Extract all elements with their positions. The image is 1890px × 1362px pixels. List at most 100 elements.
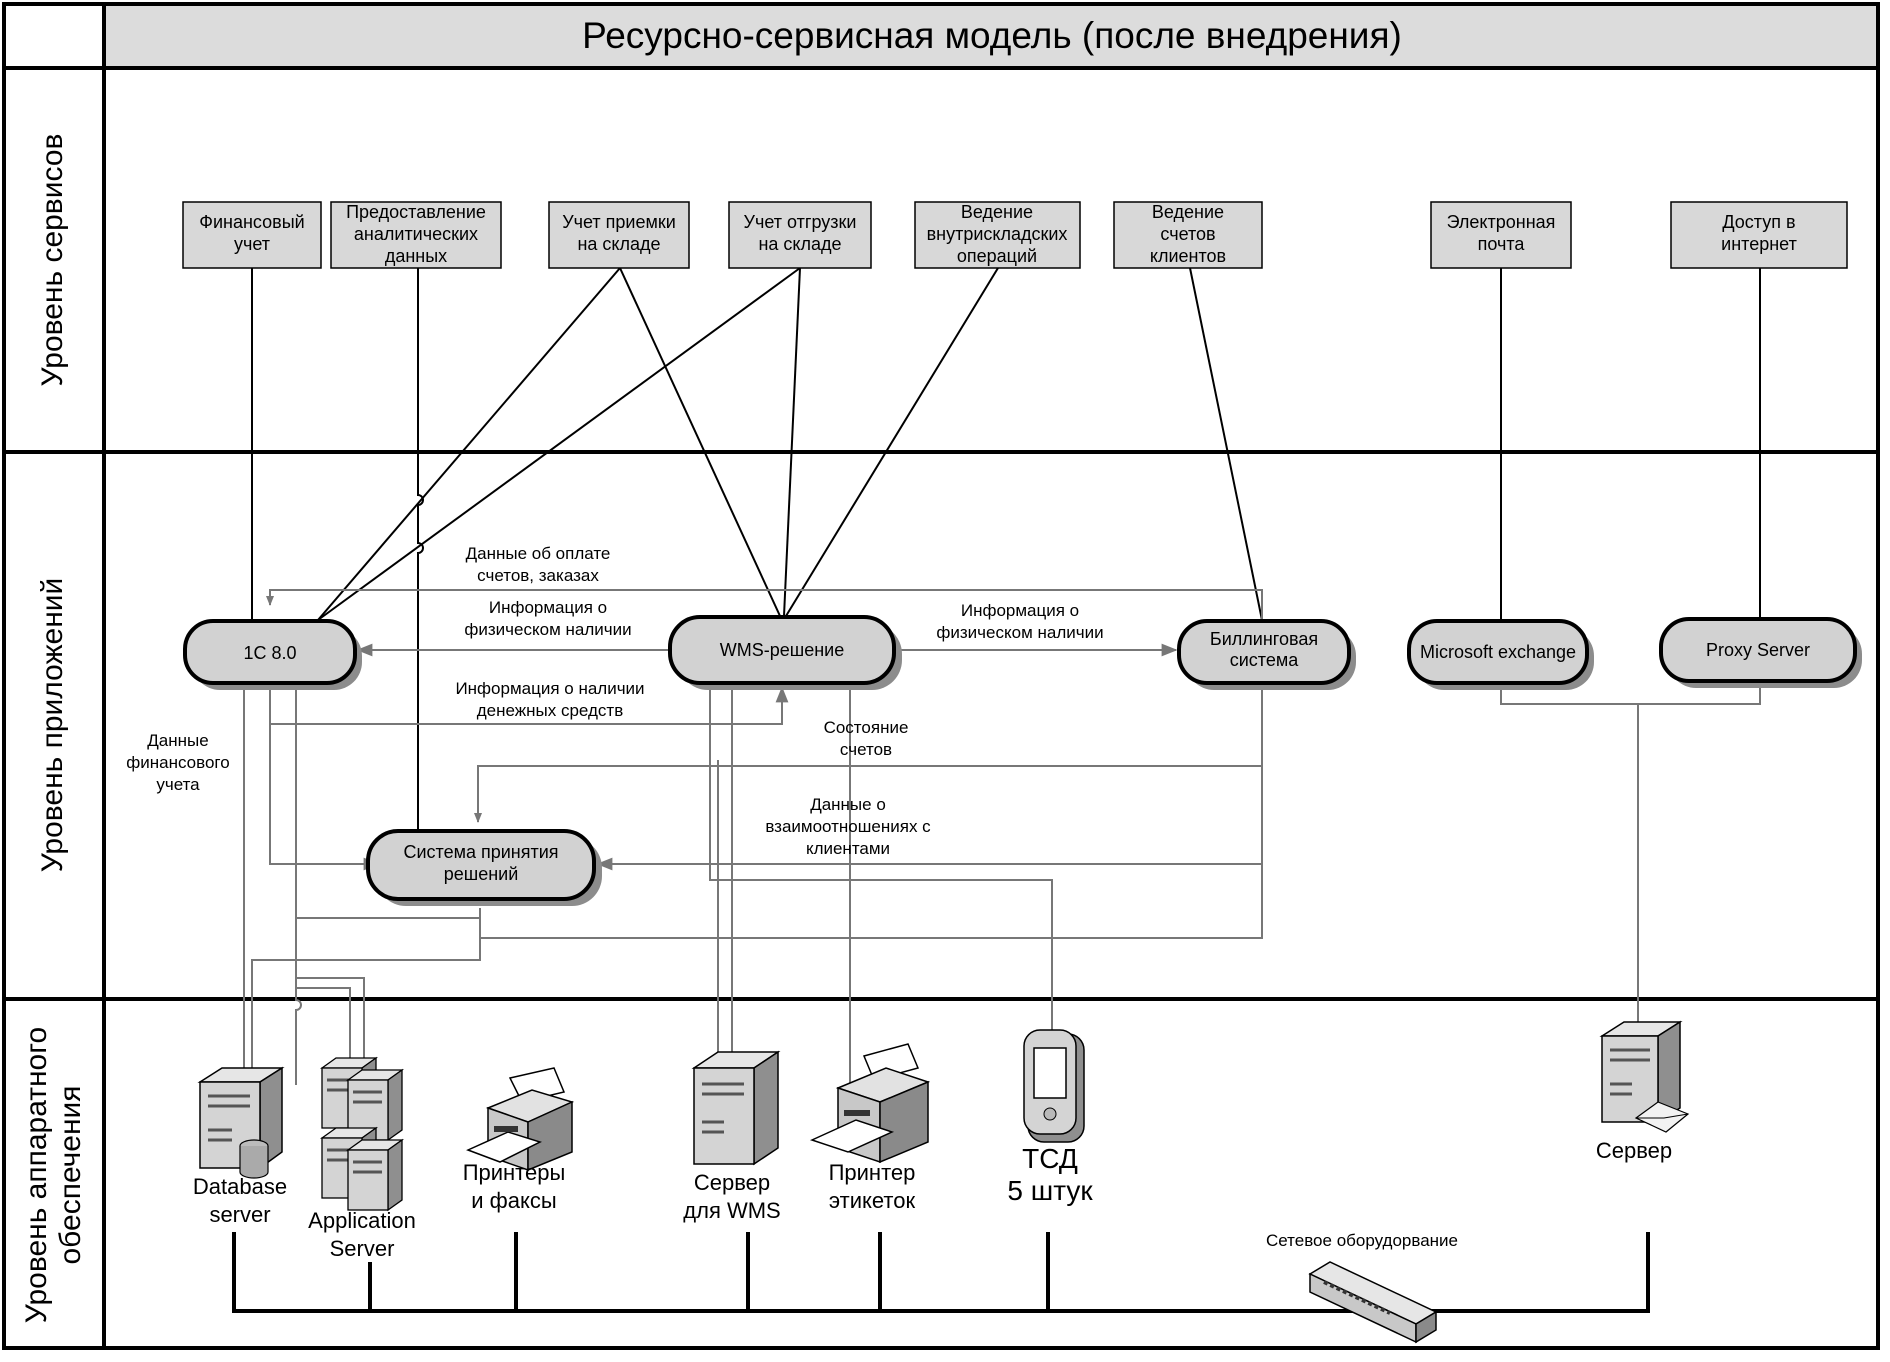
server-tower-icon bbox=[691, 1050, 781, 1166]
label-network-equipment: Сетевое оборудорвание bbox=[1266, 1231, 1458, 1250]
svg-text:Информация о: Информация о bbox=[961, 601, 1079, 620]
svg-text:на складе: на складе bbox=[577, 234, 660, 254]
link-shipping-to-1c bbox=[317, 267, 801, 621]
link-shipping-to-wms bbox=[783, 267, 801, 617]
svg-text:почта: почта bbox=[1478, 234, 1526, 254]
app-1c[interactable]: 1С 8.0 bbox=[183, 619, 362, 690]
service-analytics[interactable]: Предоставление аналитических данных bbox=[330, 201, 502, 269]
label-cash-info: Информация о наличии денежных средств bbox=[455, 679, 644, 720]
label-stock-to-1c: Информация о физическом наличии bbox=[464, 598, 631, 639]
svg-text:server: server bbox=[209, 1202, 270, 1227]
svg-text:Учет приемки: Учет приемки bbox=[562, 212, 676, 232]
link-analytics-to-dss bbox=[417, 268, 424, 835]
svg-text:5 штук: 5 штук bbox=[1007, 1175, 1093, 1206]
svg-text:Система принятия: Система принятия bbox=[403, 842, 558, 862]
svg-text:внутрискладских: внутрискладских bbox=[927, 224, 1068, 244]
flow-relations bbox=[596, 766, 1263, 871]
diagram-title: Ресурсно-сервисная модель (после внедрен… bbox=[582, 15, 1402, 56]
service-receiving[interactable]: Учет приемки на складе bbox=[548, 201, 690, 269]
svg-text:Уровень аппаратного: Уровень аппаратного bbox=[20, 1027, 53, 1323]
svg-text:физическом наличии: физическом наличии bbox=[936, 623, 1103, 642]
svg-text:WMS-решение: WMS-решение bbox=[720, 640, 844, 660]
svg-text:обеспечения: обеспечения bbox=[54, 1085, 87, 1264]
link-intra-to-wms bbox=[785, 267, 999, 617]
service-to-app-links bbox=[251, 267, 1761, 835]
svg-text:интернет: интернет bbox=[1721, 234, 1797, 254]
svg-text:счетов, заказах: счетов, заказах bbox=[477, 566, 599, 585]
network-switch-icon bbox=[1308, 1261, 1438, 1344]
svg-text:счетов: счетов bbox=[840, 740, 892, 759]
svg-text:Proxy Server: Proxy Server bbox=[1706, 640, 1810, 660]
printer-fax-icon bbox=[466, 1067, 575, 1172]
svg-text:физическом наличии: физическом наличии bbox=[464, 620, 631, 639]
svg-text:клиентов: клиентов bbox=[1150, 246, 1226, 266]
app-decision-support[interactable]: Система принятия решений bbox=[366, 829, 602, 906]
svg-text:Финансовый: Финансовый bbox=[199, 212, 304, 232]
app-exchange[interactable]: Microsoft exchange bbox=[1407, 619, 1594, 690]
svg-text:Состояние: Состояние bbox=[824, 718, 909, 737]
service-email[interactable]: Электронная почта bbox=[1430, 201, 1572, 269]
flow-fin-data bbox=[269, 724, 380, 871]
svg-text:Принтеры: Принтеры bbox=[463, 1160, 566, 1185]
service-client-accounts[interactable]: Ведение счетов клиентов bbox=[1113, 201, 1263, 269]
svg-text:данных: данных bbox=[385, 246, 447, 266]
svg-text:Данные: Данные bbox=[147, 731, 208, 750]
svg-text:Ведение: Ведение bbox=[1152, 202, 1224, 222]
svg-text:Принтер: Принтер bbox=[829, 1160, 916, 1185]
flow-payment bbox=[266, 589, 1263, 622]
svg-text:Данные об оплате: Данные об оплате bbox=[466, 544, 611, 563]
label-printers-fax: Принтеры и факсы bbox=[463, 1160, 566, 1213]
svg-text:аналитических: аналитических bbox=[354, 224, 478, 244]
label-server: Сервер bbox=[1596, 1138, 1672, 1163]
svg-text:счетов: счетов bbox=[1160, 224, 1215, 244]
svg-text:Электронная: Электронная bbox=[1447, 212, 1556, 232]
svg-text:Ведение: Ведение bbox=[961, 202, 1033, 222]
label-printer-icon bbox=[809, 1043, 931, 1164]
svg-text:Учет отгрузки: Учет отгрузки bbox=[744, 212, 857, 232]
application-server-icon bbox=[319, 1056, 405, 1212]
svg-text:Данные о: Данные о bbox=[810, 795, 886, 814]
lane-label-hardware: Уровень аппаратного обеспечения bbox=[20, 1027, 87, 1323]
label-stock-to-billing: Информация о физическом наличии bbox=[936, 601, 1103, 642]
svg-text:Microsoft exchange: Microsoft exchange bbox=[1420, 642, 1576, 662]
svg-text:Database: Database bbox=[193, 1174, 287, 1199]
svg-text:взаимоотношениях с: взаимоотношениях с bbox=[765, 817, 931, 836]
service-shipping[interactable]: Учет отгрузки на складе bbox=[728, 201, 872, 269]
flow-cash bbox=[269, 683, 789, 725]
label-database-server: Database server bbox=[193, 1174, 287, 1227]
label-tsd: ТСД 5 штук bbox=[1007, 1143, 1093, 1206]
link-receiving-to-wms bbox=[619, 267, 781, 617]
svg-text:Биллинговая: Биллинговая bbox=[1210, 629, 1318, 649]
link-receiving-to-1c bbox=[317, 267, 621, 621]
svg-text:клиентами: клиентами bbox=[806, 839, 890, 858]
svg-text:Информация о: Информация о bbox=[489, 598, 607, 617]
svg-text:операций: операций bbox=[957, 246, 1037, 266]
label-label-printer: Принтер этикеток bbox=[829, 1160, 916, 1213]
mail-server-icon bbox=[1599, 1020, 1690, 1133]
service-financial-accounting[interactable]: Финансовый учет bbox=[182, 201, 322, 269]
database-server-icon bbox=[197, 1066, 285, 1179]
svg-text:Server: Server bbox=[330, 1236, 395, 1261]
lane-label-services: Уровень сервисов bbox=[36, 134, 69, 387]
label-application-server: Application Server bbox=[308, 1208, 416, 1261]
app-to-hardware-links bbox=[243, 683, 1761, 1100]
app-proxy[interactable]: Proxy Server bbox=[1659, 617, 1862, 688]
service-intra-warehouse[interactable]: Ведение внутрискладских операций bbox=[914, 201, 1081, 269]
label-wms-server: Сервер для WMS bbox=[683, 1170, 780, 1223]
svg-text:решений: решений bbox=[444, 864, 519, 884]
service-internet[interactable]: Доступ в интернет bbox=[1670, 201, 1848, 269]
svg-text:ТСД: ТСД bbox=[1022, 1143, 1078, 1174]
svg-text:учет: учет bbox=[234, 234, 270, 254]
svg-text:система: система bbox=[1230, 650, 1299, 670]
label-account-state: Состояние счетов bbox=[824, 718, 909, 759]
app-wms[interactable]: WMS-решение bbox=[668, 615, 902, 690]
app-billing[interactable]: Биллинговая система bbox=[1177, 619, 1356, 690]
svg-text:на складе: на складе bbox=[758, 234, 841, 254]
svg-text:Application: Application bbox=[308, 1208, 416, 1233]
svg-text:и факсы: и факсы bbox=[471, 1188, 556, 1213]
svg-text:Информация о наличии: Информация о наличии bbox=[455, 679, 644, 698]
lane-label-applications: Уровень приложений bbox=[36, 578, 69, 873]
svg-text:этикеток: этикеток bbox=[829, 1188, 916, 1213]
